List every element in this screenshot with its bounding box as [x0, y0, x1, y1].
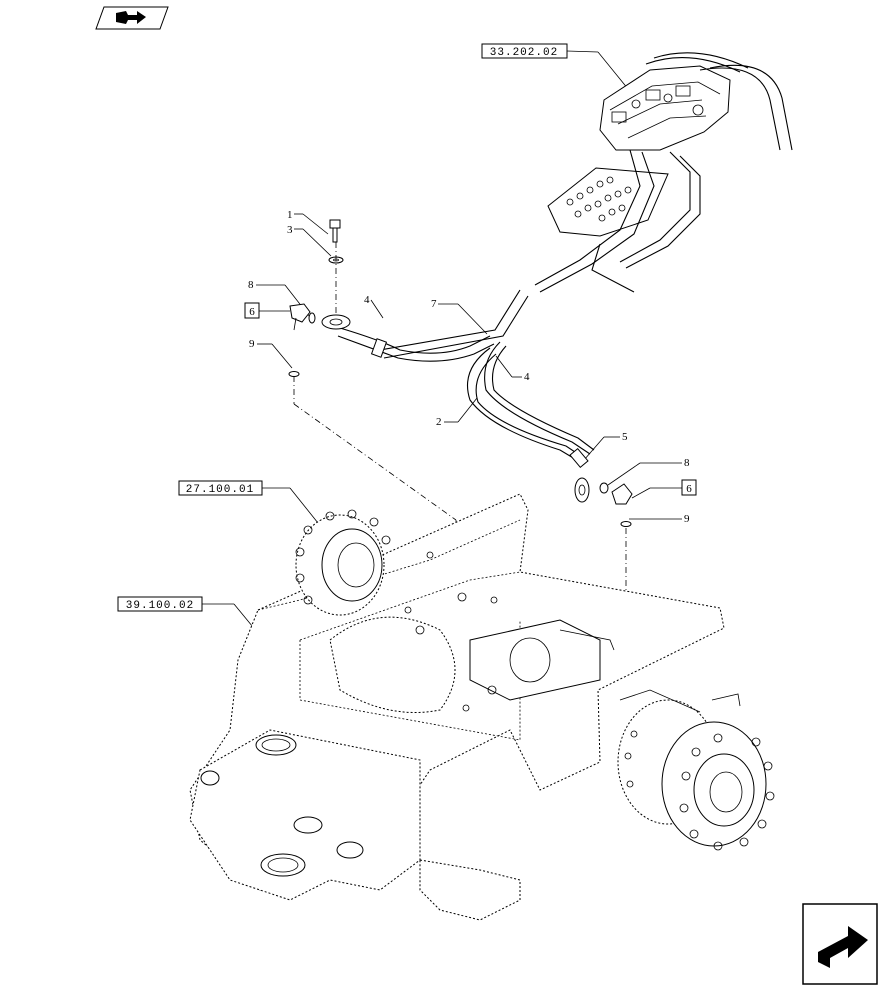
banjo-fitting-right [574, 477, 590, 503]
svg-text:4: 4 [364, 294, 370, 306]
banjo-fitting-left [321, 314, 351, 330]
svg-text:5: 5 [622, 431, 628, 443]
elbow-fitting-right [611, 483, 633, 505]
svg-text:27.100.01: 27.100.01 [186, 484, 254, 496]
svg-text:8: 8 [248, 279, 254, 291]
book-arrow-icon[interactable] [95, 6, 169, 30]
right-wheel-hub [617, 689, 775, 851]
next-page-arrow-icon[interactable] [802, 903, 878, 985]
svg-text:3: 3 [287, 224, 293, 236]
svg-text:9: 9 [684, 513, 690, 525]
svg-text:9: 9 [249, 338, 255, 350]
callout-5: 5 [583, 431, 628, 461]
callout-4-upper: 4 [364, 294, 384, 319]
elbow-fitting-left [289, 303, 311, 331]
svg-text:6: 6 [249, 306, 255, 318]
ref-box-6-left[interactable]: 6 [244, 302, 260, 319]
hose-7 [379, 289, 529, 359]
hose-2 [466, 347, 585, 463]
callout-9-right: 9 [629, 513, 690, 525]
hose-4-left [337, 327, 495, 362]
callout-2: 2 [436, 397, 478, 428]
callout-3: 3 [287, 224, 332, 257]
o-ring-9-right [620, 521, 632, 527]
ref-box-33-202-02[interactable]: 33.202.02 [481, 43, 568, 59]
svg-text:2: 2 [436, 416, 442, 428]
o-ring-9-left [288, 371, 300, 377]
callout-1: 1 [287, 209, 329, 235]
control-valve-assembly [534, 52, 793, 293]
callout-8-right: 8 [607, 457, 690, 486]
svg-text:7: 7 [431, 298, 437, 310]
ref-box-39-100-02[interactable]: 39.100.02 [117, 596, 203, 612]
hose-5 [484, 341, 595, 469]
svg-text:6: 6 [686, 483, 692, 495]
ref-box-27-100-01[interactable]: 27.100.01 [178, 480, 263, 496]
o-ring-8-right [599, 482, 609, 494]
o-ring-8-left [308, 312, 316, 324]
callout-4-lower: 4 [495, 355, 530, 383]
svg-text:8: 8 [684, 457, 690, 469]
axle-housing [189, 493, 725, 921]
left-wheel-hub [295, 509, 391, 616]
svg-text:1: 1 [287, 209, 293, 221]
svg-text:39.100.02: 39.100.02 [126, 600, 194, 612]
bolt-1 [329, 219, 341, 243]
ref-box-6-right[interactable]: 6 [681, 479, 697, 496]
svg-text:4: 4 [524, 371, 530, 383]
callout-9-left: 9 [249, 338, 293, 369]
callout-7: 7 [431, 298, 488, 335]
svg-text:33.202.02: 33.202.02 [490, 47, 558, 59]
